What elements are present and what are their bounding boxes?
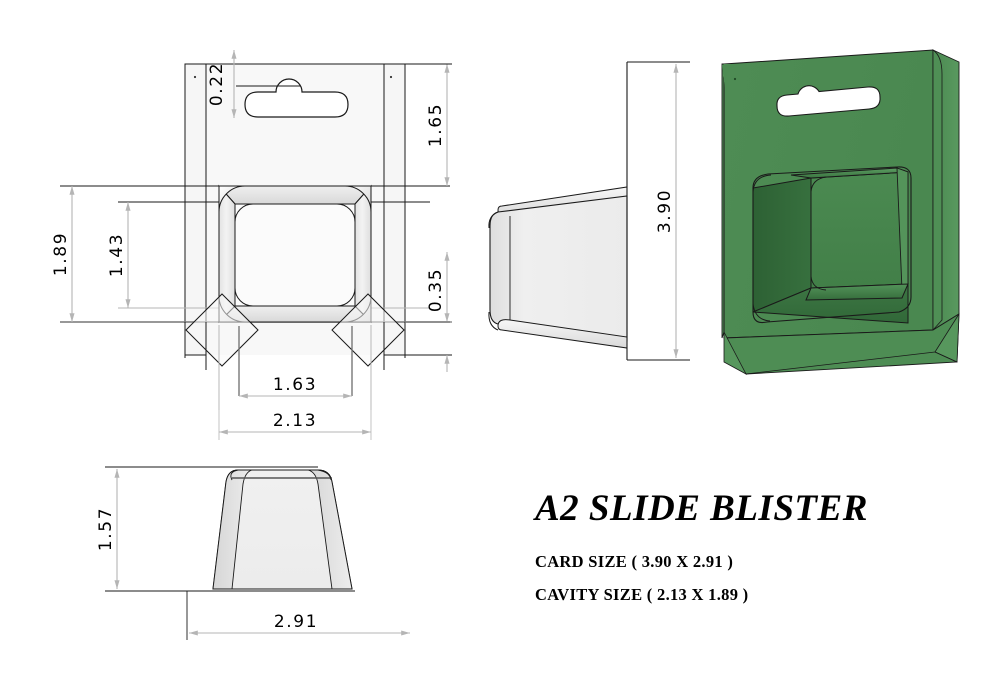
dimension-0-35: 0.35 — [405, 252, 452, 372]
side-edge-arc-bottom — [488, 311, 499, 331]
bottom-top-arc-left — [230, 469, 239, 481]
hang-hole — [244, 78, 349, 118]
iso-corner-round-left — [722, 64, 746, 88]
dimension-0-35-label: 0.35 — [426, 268, 446, 312]
front-dim-solid-ext — [238, 326, 353, 396]
dimension-1-43-label: 1.43 — [107, 233, 127, 277]
cavity-inner-arc-tl — [234, 203, 254, 223]
dimension-2-91: 2.91 — [189, 612, 410, 636]
dimension-2-13: 2.13 — [219, 411, 371, 435]
card-size-note: CARD SIZE ( 3.90 X 2.91 ) — [535, 552, 734, 571]
dimension-0-22-label: 0.22 — [207, 62, 227, 106]
dimension-1-65-label: 1.65 — [426, 103, 446, 147]
dimension-0-22: 0.22 — [207, 50, 300, 118]
dimension-2-13-label: 2.13 — [273, 411, 317, 431]
front-view — [60, 63, 450, 370]
dimension-2-91-label: 2.91 — [274, 612, 318, 632]
iso-corner-dot — [733, 77, 737, 81]
front-corner-dot-left — [193, 75, 197, 79]
iso-flap-right-inner — [932, 49, 943, 332]
iso-cavity-arc-tl — [752, 174, 772, 193]
cavity-corner-tr — [344, 185, 372, 213]
dimension-1-89: 1.89 — [51, 186, 75, 322]
side-view — [488, 61, 690, 361]
iso-cavity-arc-bl — [752, 303, 771, 322]
title-block: A2 SLIDE BLISTER CARD SIZE ( 3.90 X 2.91… — [535, 487, 965, 618]
cavity-corner-tl — [218, 185, 246, 213]
cavity-size-note: CAVITY SIZE ( 2.13 X 1.89 ) — [535, 585, 749, 604]
iso-cavity-outline — [752, 166, 912, 324]
front-fold-right — [331, 293, 405, 367]
iso-base-left-fold — [723, 331, 747, 375]
iso-cavity-rim-bottom — [805, 283, 909, 301]
front-dimension-extensions — [218, 325, 372, 440]
side-main-body — [489, 195, 628, 342]
bottom-side-right — [307, 469, 353, 590]
dimension-1-65: 1.65 — [405, 63, 452, 186]
dimension-3-90: 3.90 — [655, 64, 679, 358]
dimension-1-63: 1.63 — [239, 375, 352, 399]
dimension-1-89-label: 1.89 — [51, 232, 71, 276]
front-fold-left — [185, 293, 259, 367]
dimension-1-57: 1.57 — [96, 469, 120, 589]
iso-hang-hole — [776, 85, 881, 117]
bottom-side-left — [212, 469, 253, 590]
cavity-inner-arc-tr — [336, 203, 356, 223]
bottom-section-view — [105, 466, 355, 592]
front-corner-dot-right — [389, 75, 393, 79]
cavity-wall-top — [217, 185, 373, 205]
dimension-3-90-label: 3.90 — [655, 189, 675, 233]
dimension-1-43: 1.43 — [107, 202, 131, 308]
cavity-inner-arc-bl — [234, 287, 254, 307]
side-edge-arc-top — [488, 211, 499, 229]
cavity-inner-arc-br — [336, 287, 356, 307]
isometric-view — [721, 49, 960, 375]
dimension-1-57-label: 1.57 — [96, 507, 116, 551]
cavity-floor — [234, 203, 356, 307]
iso-cavity-back — [810, 171, 909, 289]
bottom-top-arc-right — [317, 469, 332, 481]
drawing-title: A2 SLIDE BLISTER — [535, 488, 868, 529]
dimension-1-63-label: 1.63 — [273, 375, 317, 395]
